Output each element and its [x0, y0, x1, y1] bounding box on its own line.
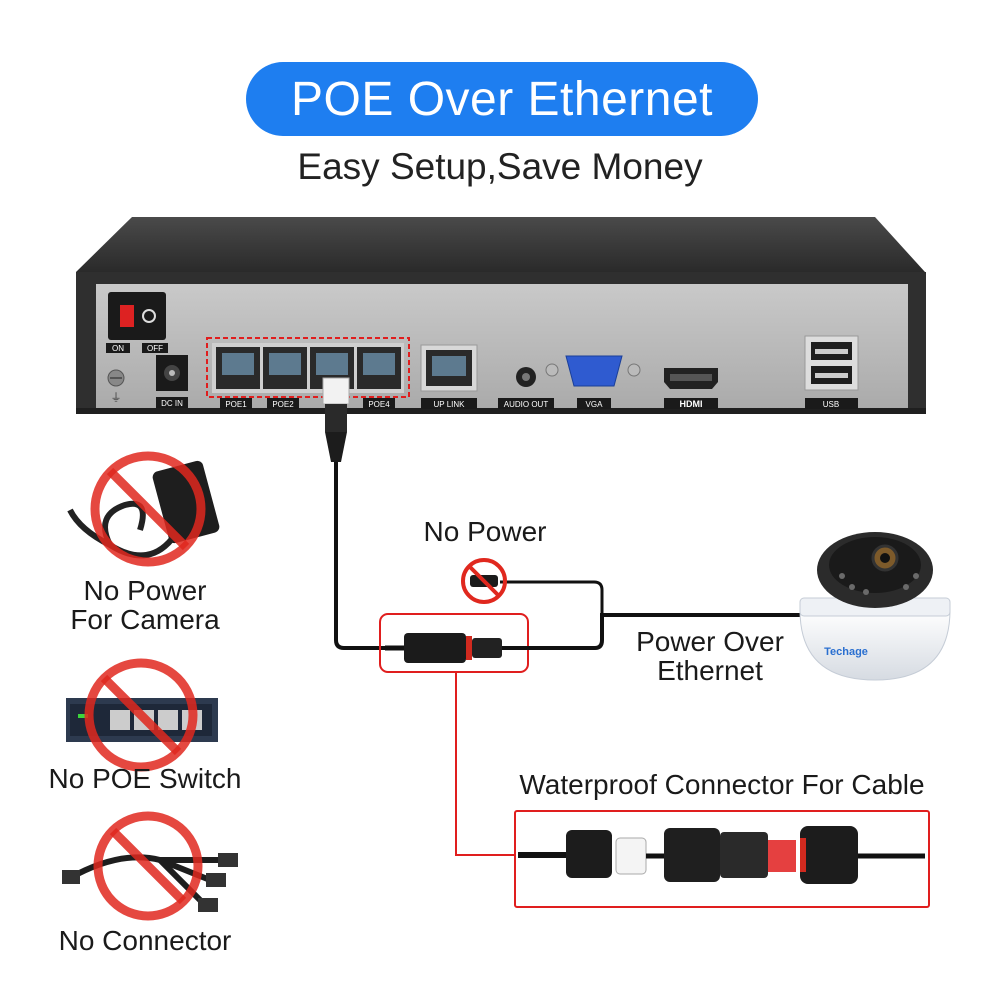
no-connector-label: No Connector	[58, 925, 232, 956]
dc-branch	[500, 580, 604, 615]
inline-connector	[379, 613, 800, 673]
svg-text:⏚: ⏚	[111, 391, 122, 404]
switch-off-label: OFF	[147, 344, 163, 353]
adapter-label-line2: For Camera	[70, 604, 220, 635]
poe-label-line1: Power Over	[636, 626, 784, 657]
adapter-label-line1: No Power	[83, 575, 207, 606]
dc-in-label: DC IN	[161, 399, 183, 408]
dc-in-port	[156, 355, 188, 408]
uplink-port	[420, 344, 478, 409]
poe2-label: POE2	[272, 400, 294, 409]
ethernet-cable	[322, 377, 405, 651]
usb-port	[804, 335, 859, 409]
power-switch	[106, 292, 168, 353]
uplink-label: UP LINK	[434, 400, 466, 409]
splitter-cable-icon	[62, 811, 238, 921]
vga-label: VGA	[586, 400, 604, 409]
title-banner: POE Over Ethernet	[246, 62, 758, 136]
no-power-label: No Power	[424, 516, 547, 547]
poe4-label: POE4	[368, 400, 390, 409]
page-subtitle: Easy Setup,Save Money	[297, 146, 703, 187]
no-poe-switch-label: No POE Switch	[48, 763, 242, 794]
waterproof-connector-detail	[514, 810, 930, 908]
hdmi-port	[664, 368, 718, 409]
waterproof-label: Waterproof Connector For Cable	[519, 769, 924, 800]
vga-port	[545, 355, 641, 409]
poe1-label: POE1	[225, 400, 247, 409]
poe-ports	[206, 337, 410, 409]
no-power-for-camera-label: No Power For Camera	[40, 576, 250, 634]
poe-label-line2: Ethernet	[657, 655, 763, 686]
power-adapter-icon	[67, 451, 220, 567]
audio-out-port	[498, 367, 554, 409]
audio-out-label: AUDIO OUT	[504, 400, 549, 409]
page-title: POE Over Ethernet	[290, 72, 713, 126]
no-power-prohibited-icon	[461, 558, 507, 604]
power-over-ethernet-label: Power Over Ethernet	[620, 627, 800, 685]
nvr-device	[76, 217, 926, 414]
ground-screw-icon: ⏚	[107, 369, 125, 404]
camera-brand: Techage	[824, 646, 868, 658]
switch-on-label: ON	[112, 344, 124, 353]
poe-switch-icon	[66, 658, 218, 772]
usb-label: USB	[823, 400, 839, 409]
callout-line	[455, 672, 514, 856]
dome-camera	[799, 532, 951, 681]
hdmi-label: HDMI	[680, 399, 703, 409]
